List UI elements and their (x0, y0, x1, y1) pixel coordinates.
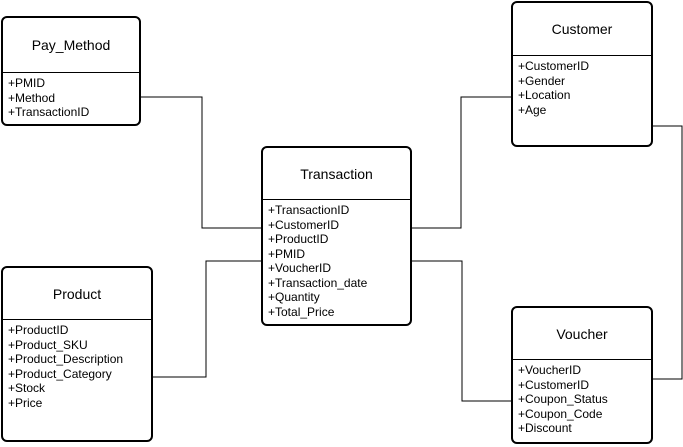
product-fields: +ProductID +Product_SKU +Product_Descrip… (3, 320, 151, 410)
voucher-field: +Coupon_Status (518, 392, 608, 406)
voucher-field: +CustomerID (518, 377, 590, 392)
transaction-entity[interactable]: Transaction +TransactionID +CustomerID +… (261, 146, 412, 326)
voucher-title: Voucher (513, 308, 651, 360)
pay-method-field: +Method (8, 90, 56, 105)
transaction-field: +Total_Price (268, 304, 335, 319)
customer-field: +Location (518, 88, 571, 102)
customer-field: +CustomerID (518, 59, 590, 73)
pay-method-field: +PMID (8, 76, 46, 90)
pay-method-field: +TransactionID (8, 105, 90, 119)
customer-entity[interactable]: Customer +CustomerID +Gender +Location +… (511, 1, 653, 147)
customer-field: +Age (518, 102, 547, 117)
product-field: +Product_SKU (8, 337, 88, 352)
pay-method-title: Pay_Method (3, 18, 139, 73)
connector-voucher-transaction (411, 260, 512, 402)
product-title: Product (3, 268, 151, 320)
transaction-field: +ProductID (268, 232, 329, 246)
product-field: +ProductID (8, 323, 69, 337)
transaction-field: +VoucherID (268, 261, 332, 275)
connector-pay-method-transaction (140, 96, 262, 229)
product-field: +Product_Category (8, 366, 112, 381)
voucher-field: +Discount (518, 421, 572, 435)
customer-fields: +CustomerID +Gender +Location +Age (513, 56, 651, 117)
voucher-entity[interactable]: Voucher +VoucherID +CustomerID +Coupon_S… (511, 306, 653, 444)
customer-title: Customer (513, 3, 651, 56)
connector-customer-transaction (411, 96, 512, 229)
customer-field: +Gender (518, 73, 566, 88)
transaction-title: Transaction (263, 148, 410, 200)
voucher-fields: +VoucherID +CustomerID +Coupon_Status +C… (513, 360, 651, 436)
transaction-field: +TransactionID (268, 203, 350, 217)
pay-method-fields: +PMID +Method +TransactionID (3, 73, 139, 120)
pay-method-entity[interactable]: Pay_Method +PMID +Method +TransactionID (1, 16, 141, 126)
product-field: +Price (8, 395, 43, 410)
transaction-field: +PMID (268, 246, 306, 261)
product-field: +Product_Description (8, 352, 124, 366)
connector-product-transaction (152, 260, 262, 378)
voucher-field: +VoucherID (518, 363, 582, 377)
product-field: +Stock (8, 381, 46, 395)
transaction-field: +CustomerID (268, 217, 340, 232)
product-entity[interactable]: Product +ProductID +Product_SKU +Product… (1, 266, 153, 442)
voucher-field: +Coupon_Code (518, 406, 603, 421)
connector-customer-voucher (652, 125, 683, 380)
transaction-field: +Transaction_date (268, 275, 368, 290)
transaction-fields: +TransactionID +CustomerID +ProductID +P… (263, 200, 410, 319)
transaction-field: +Quantity (268, 290, 320, 304)
